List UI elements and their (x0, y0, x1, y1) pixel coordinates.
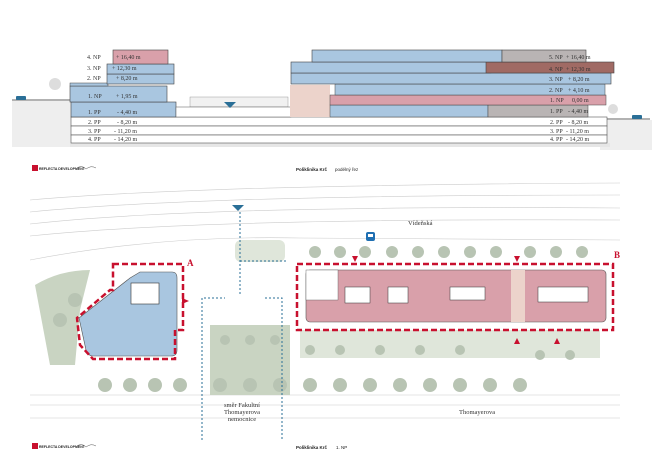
level-elevation: - 14,20 m (566, 137, 589, 143)
building-a-section (69, 49, 177, 118)
level-elevation: - 8,20 m (117, 120, 137, 126)
level-elevation: + 1,95 m (116, 94, 138, 100)
level-label: 1. PP (88, 110, 101, 116)
core (344, 286, 371, 304)
project-name: Poliklinika Krč (296, 167, 328, 172)
level-elevation: + 16,40 m (116, 55, 141, 61)
green-area (300, 330, 600, 358)
bus-icon (366, 232, 375, 241)
signature-logo (75, 444, 97, 448)
green-area (235, 240, 285, 262)
reflecta-logo: REFLECTA DEVELOPMENT (39, 445, 86, 449)
metro-station-section (175, 96, 292, 118)
level-label: 4. NP (549, 67, 563, 73)
building-a-boundary (75, 262, 185, 361)
street-label-videnska: Vídeňská (408, 220, 433, 227)
building-b-boundary (295, 262, 615, 332)
level-elevation: + 4,10 m (568, 88, 590, 94)
level-label: 3. NP (549, 77, 563, 83)
sheet-name: podélný řez (335, 167, 359, 172)
level-label: 2. PP (550, 120, 563, 126)
level-label: 4. PP (550, 137, 563, 143)
level-label: 3. PP (550, 129, 563, 135)
level-label: 2. NP (549, 88, 563, 94)
street-label-thomayerova: Thomayerova (459, 409, 495, 416)
building-a-plan: A (75, 258, 194, 361)
core (130, 282, 160, 305)
entrance-arrow-icon (554, 338, 560, 344)
longitudinal-section: 4. NP + 16,40 m 3. NP + 12,30 m 2. NP + … (12, 49, 652, 150)
level-label: 1. NP (550, 98, 564, 104)
level-elevation: - 11,20 m (114, 129, 137, 135)
right-level-labels: 5. NP + 16,40 m 4. NP + 12,30 m 3. NP + … (549, 55, 591, 143)
entrance-arrow-icon (514, 256, 520, 262)
entrance-arrow-icon (514, 338, 520, 344)
building-a-label: A (187, 258, 194, 268)
level-label: 3. PP (88, 129, 101, 135)
level-label: 1. PP (550, 109, 563, 115)
level-label: 3. NP (87, 66, 101, 72)
sheet-footer-plan: REFLECTA DEVELOPMENT Poliklinika Krč 1. … (32, 443, 347, 450)
pedestrian-routes (201, 212, 288, 440)
direction-note-line: směr Fakultní (224, 402, 260, 409)
sheet-name: 1. NP (336, 445, 347, 450)
reflecta-logo-mark (32, 443, 38, 449)
sheet-footer-section: REFLECTA DEVELOPMENT Poliklinika Krč pod… (32, 165, 359, 172)
core (537, 286, 589, 303)
level-elevation: - 4,40 m (568, 109, 588, 115)
level-label: 2. NP (87, 76, 101, 82)
building-b-label: B (614, 250, 620, 260)
direction-note-line: nemocnice (228, 416, 256, 423)
level-elevation: + 8,20 m (116, 76, 138, 82)
tree-icon (49, 78, 61, 90)
left-level-labels: 4. NP + 16,40 m 3. NP + 12,30 m 2. NP + … (87, 55, 141, 143)
road-markings (29, 182, 621, 419)
level-label: 1. NP (88, 94, 102, 100)
direction-note: směr Fakultní Thomayerova nemocnice (224, 402, 260, 423)
level-elevation: - 11,20 m (566, 129, 589, 135)
level-elevation: - 14,20 m (114, 137, 137, 143)
reflecta-logo: REFLECTA DEVELOPMENT (39, 167, 86, 171)
car-icon (16, 96, 26, 100)
building-b-plan: B (295, 250, 620, 344)
level-label: 2. PP (88, 120, 101, 126)
reflecta-logo-mark (32, 165, 38, 171)
car-icon (632, 115, 642, 119)
basement-levels (70, 116, 608, 144)
level-elevation: + 12,30 m (112, 66, 137, 72)
level-elevation: + 8,20 m (568, 77, 590, 83)
building-b-section (290, 49, 615, 118)
level-label: 4. PP (88, 137, 101, 143)
level-elevation: - 8,20 m (568, 120, 588, 126)
level-elevation: + 16,40 m (566, 55, 591, 61)
project-name: Poliklinika Krč (296, 445, 328, 450)
tree-icon (608, 104, 618, 114)
entrance-arrow-icon (352, 256, 358, 262)
signature-logo (75, 166, 97, 170)
direction-note-line: Thomayerova (224, 409, 260, 416)
level-label: 5. NP (549, 55, 563, 61)
metro-icon (224, 102, 236, 108)
ground-left (12, 101, 72, 147)
entrance-arrow-icon (182, 298, 189, 304)
level-elevation: 0,00 m (572, 98, 589, 104)
tree-row (53, 246, 588, 392)
level-label: 4. NP (87, 55, 101, 61)
core (387, 286, 409, 304)
ground-floor-plan: A B (29, 182, 621, 440)
level-elevation: + 12,30 m (566, 67, 591, 73)
core (449, 286, 486, 301)
metro-icon (232, 205, 244, 211)
level-elevation: - 4,40 m (117, 110, 137, 116)
